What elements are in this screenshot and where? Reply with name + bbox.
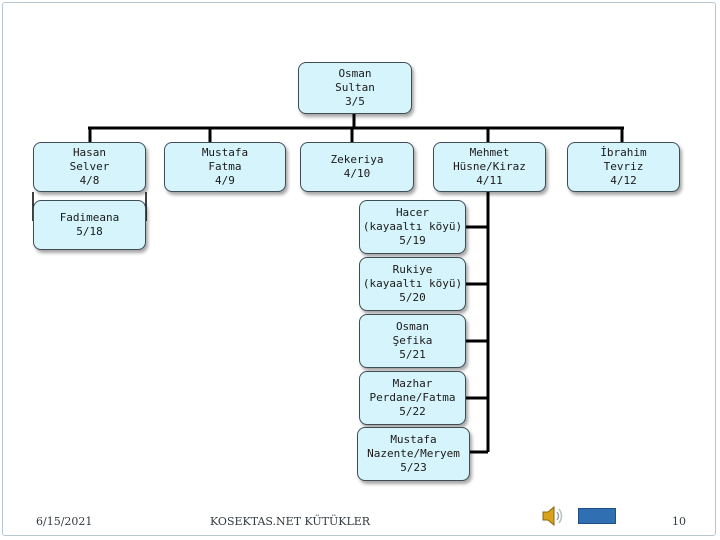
next-slide-icon[interactable] bbox=[578, 508, 616, 524]
node-mustafa-nazente: Mustafa Nazente/Meryem 5/23 bbox=[357, 427, 470, 481]
footer-site: KOSEKTAS.NET KÜTÜKLER bbox=[210, 515, 371, 528]
node-osman-sultan: Osman Sultan 3/5 bbox=[298, 62, 412, 114]
node-label: Mustafa Fatma 4/9 bbox=[201, 146, 249, 187]
node-label: Hacer (kayaaltı köyü) 5/19 bbox=[362, 206, 463, 247]
node-label: Rukiye (kayaaltı köyü) 5/20 bbox=[362, 263, 463, 304]
footer-date: 6/15/2021 bbox=[36, 515, 93, 528]
node-label: İbrahim Tevriz 4/12 bbox=[600, 146, 647, 187]
node-label: Mehmet Hüsne/Kiraz 4/11 bbox=[453, 146, 526, 187]
speaker-icon[interactable] bbox=[540, 503, 566, 533]
node-ibrahim-tevriz: İbrahim Tevriz 4/12 bbox=[567, 142, 680, 192]
node-label: Hasan Selver 4/8 bbox=[69, 146, 110, 187]
node-mustafa-fatma: Mustafa Fatma 4/9 bbox=[164, 142, 286, 192]
node-label: Osman Şefika 5/21 bbox=[392, 320, 433, 361]
node-mazhar: Mazhar Perdane/Fatma 5/22 bbox=[359, 371, 466, 425]
node-label: Mazhar Perdane/Fatma 5/22 bbox=[369, 377, 456, 418]
node-fadimeana: Fadimeana 5/18 bbox=[33, 200, 146, 250]
node-label: Zekeriya 4/10 bbox=[330, 153, 384, 180]
node-rukiye: Rukiye (kayaaltı köyü) 5/20 bbox=[359, 257, 466, 311]
node-label: Mustafa Nazente/Meryem 5/23 bbox=[367, 433, 460, 474]
footer-page-number: 10 bbox=[672, 515, 686, 528]
node-hasan-selver: Hasan Selver 4/8 bbox=[33, 142, 146, 192]
node-zekeriya: Zekeriya 4/10 bbox=[300, 142, 414, 192]
node-osman-sefika: Osman Şefika 5/21 bbox=[359, 314, 466, 368]
node-hacer: Hacer (kayaaltı köyü) 5/19 bbox=[359, 200, 466, 254]
node-label: Fadimeana 5/18 bbox=[59, 211, 120, 238]
node-mehmet: Mehmet Hüsne/Kiraz 4/11 bbox=[433, 142, 546, 192]
node-label: Osman Sultan 3/5 bbox=[335, 67, 375, 108]
